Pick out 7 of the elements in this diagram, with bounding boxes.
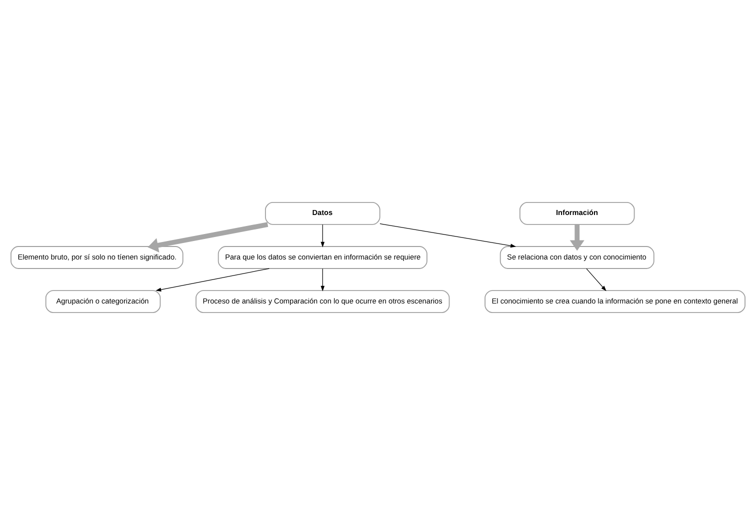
- arrow: [570, 224, 584, 250]
- arrow: [380, 222, 516, 248]
- arrow: [320, 268, 325, 291]
- arrow: [586, 268, 606, 291]
- arrow: [320, 224, 325, 247]
- arrow: [156, 268, 270, 292]
- arrow: [148, 222, 268, 252]
